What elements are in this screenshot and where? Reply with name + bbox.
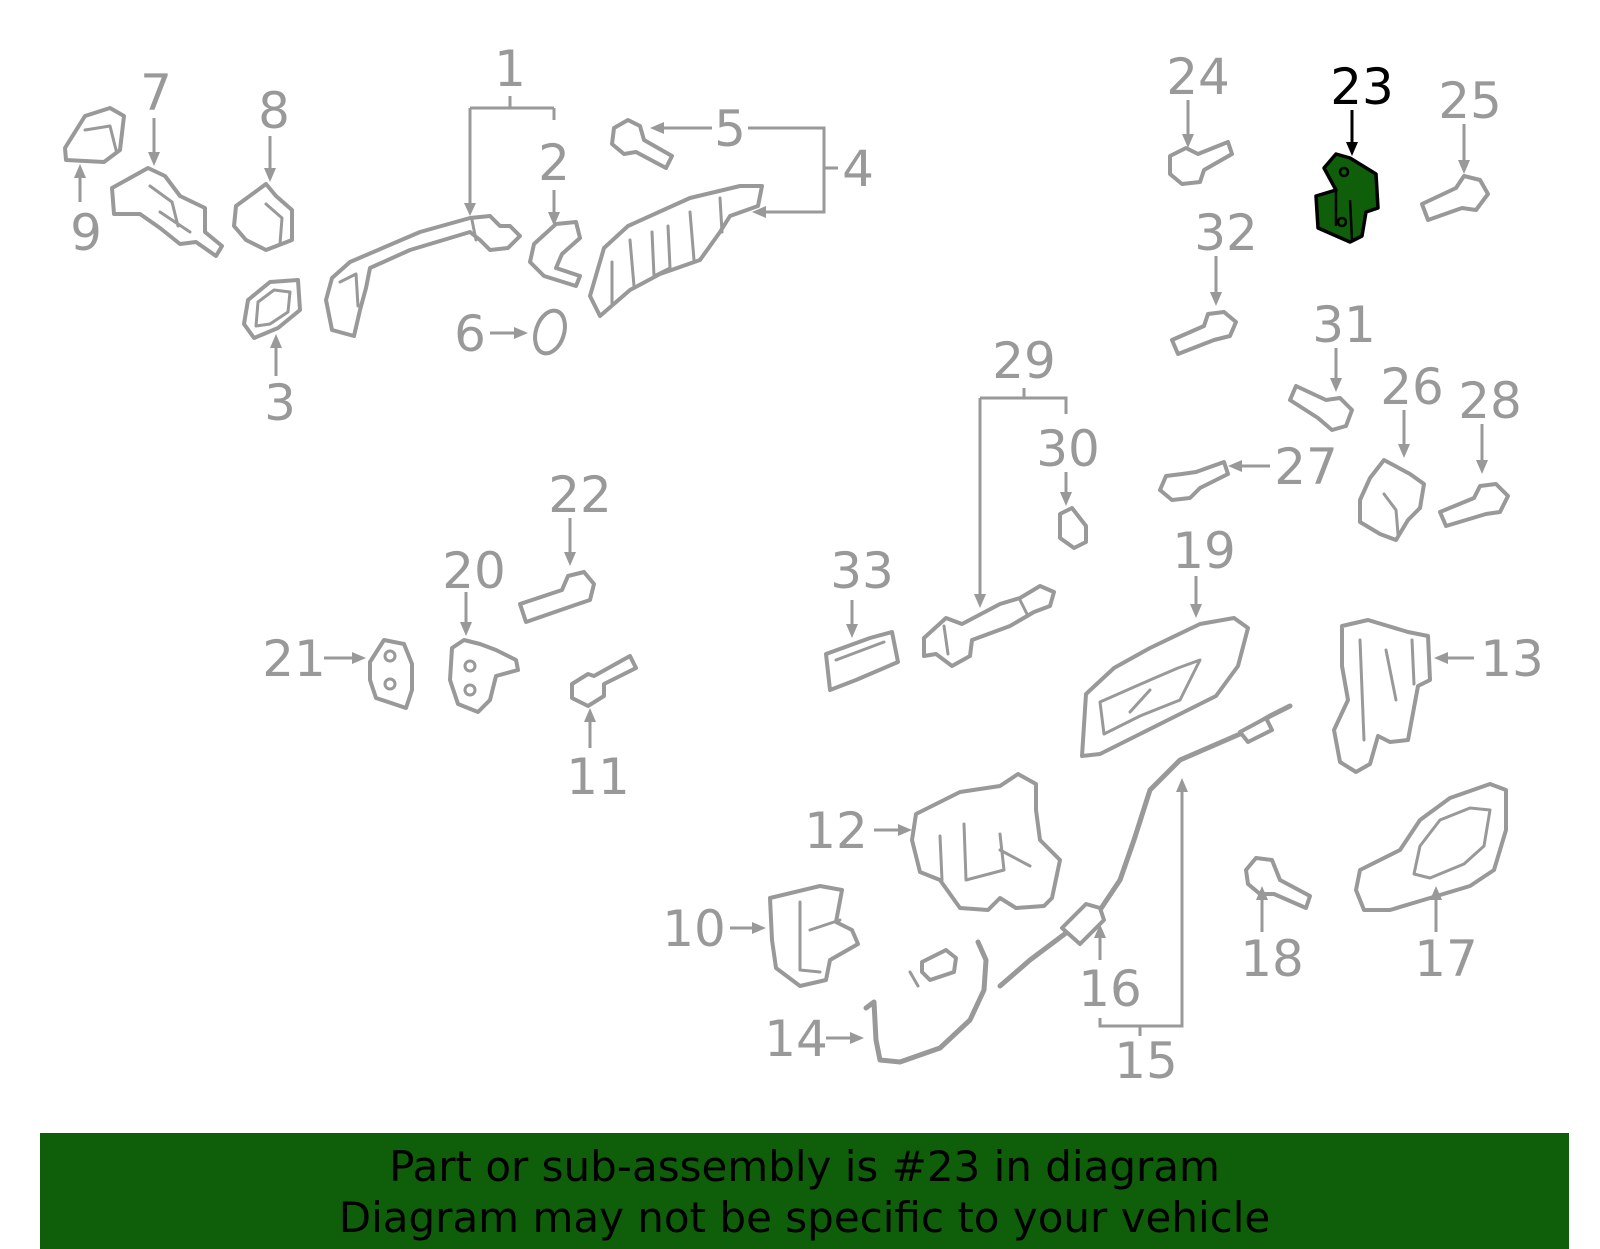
callout-25: 25 xyxy=(1438,72,1502,130)
part-17-inside-handle[interactable] xyxy=(1354,782,1508,912)
callout-23: 23 xyxy=(1330,58,1394,116)
callout-17: 17 xyxy=(1414,930,1478,988)
callout-10: 10 xyxy=(662,900,726,958)
part-5-bolt[interactable] xyxy=(610,118,674,170)
part-29-check-link[interactable] xyxy=(922,584,1056,668)
part-20-hinge[interactable] xyxy=(448,638,520,714)
callout-29: 29 xyxy=(992,332,1056,390)
callout-8: 8 xyxy=(258,82,290,140)
callout-2: 2 xyxy=(538,134,570,192)
part-7-lock-cylinder[interactable] xyxy=(110,166,224,258)
callout-33: 33 xyxy=(830,542,894,600)
part-21-plate[interactable] xyxy=(368,638,414,710)
part-14-rod[interactable] xyxy=(863,939,989,1065)
callout-15: 15 xyxy=(1114,1032,1178,1090)
callout-14: 14 xyxy=(764,1010,828,1068)
part-27-bolt[interactable] xyxy=(1158,460,1230,502)
callout-5: 5 xyxy=(714,100,746,158)
callout-18: 18 xyxy=(1240,930,1304,988)
callout-6: 6 xyxy=(454,305,486,363)
part-6-o-ring[interactable] xyxy=(530,307,570,357)
callout-16: 16 xyxy=(1078,960,1142,1018)
banner-line-disclaimer: Diagram may not be specific to your vehi… xyxy=(338,1193,1271,1242)
part-16-connector[interactable] xyxy=(1060,902,1106,946)
part-28-bolt[interactable] xyxy=(1438,482,1510,528)
part-4-handle-bracket[interactable] xyxy=(588,184,764,318)
callout-7: 7 xyxy=(140,64,172,122)
callout-30: 30 xyxy=(1036,420,1100,478)
part-13-latch-bracket[interactable] xyxy=(1332,618,1432,774)
callout-24: 24 xyxy=(1166,48,1230,106)
callout-11: 11 xyxy=(566,748,630,806)
part-32-bolt[interactable] xyxy=(1170,310,1238,356)
callout-28: 28 xyxy=(1458,372,1522,430)
part-23-bracket-highlighted[interactable] xyxy=(1314,152,1380,244)
part-12-latch[interactable] xyxy=(910,772,1062,912)
leader-lines xyxy=(74,96,1488,1044)
part-1-outside-handle[interactable] xyxy=(324,214,522,338)
part-33-module[interactable] xyxy=(824,630,900,692)
callout-numbers: 1 2 3 4 5 6 7 8 9 10 11 12 13 14 15 16 1… xyxy=(70,40,1544,1090)
callout-21: 21 xyxy=(262,630,326,688)
part-24-bolt[interactable] xyxy=(1168,140,1234,186)
callout-3: 3 xyxy=(264,374,296,432)
callout-13: 13 xyxy=(1480,630,1544,688)
callout-22: 22 xyxy=(548,466,612,524)
part-3-gasket[interactable] xyxy=(242,278,302,340)
callout-12: 12 xyxy=(804,802,868,860)
part-8-cover-cap[interactable] xyxy=(232,182,294,252)
part-10-actuator[interactable] xyxy=(768,884,860,988)
callout-31: 31 xyxy=(1312,296,1376,354)
callout-1: 1 xyxy=(494,40,526,98)
callout-32: 32 xyxy=(1194,204,1258,262)
part-25-bolt[interactable] xyxy=(1420,174,1490,222)
part-15-cable[interactable] xyxy=(997,703,1293,989)
part-19-inside-handle-bezel[interactable] xyxy=(1080,616,1250,758)
part-22-bolt[interactable] xyxy=(518,570,596,624)
callout-26: 26 xyxy=(1380,358,1444,416)
callout-20: 20 xyxy=(442,542,506,600)
part-11-bolt[interactable] xyxy=(570,654,638,708)
parts-diagram: 1 2 3 4 5 6 7 8 9 10 11 12 13 14 15 16 1… xyxy=(63,40,1544,1090)
callout-27: 27 xyxy=(1274,438,1338,496)
part-26-clip[interactable] xyxy=(1358,458,1426,542)
part-2-pad[interactable] xyxy=(528,220,582,288)
part-9-end-cap[interactable] xyxy=(63,106,126,164)
callout-19: 19 xyxy=(1172,522,1236,580)
part-18-bolt[interactable] xyxy=(1244,856,1312,910)
info-banner: Part or sub-assembly is #23 in diagram D… xyxy=(40,1133,1569,1249)
callout-4: 4 xyxy=(842,140,874,198)
part-31-bolt[interactable] xyxy=(1288,384,1354,432)
banner-line-part-number: Part or sub-assembly is #23 in diagram xyxy=(389,1142,1220,1191)
part-30-pad[interactable] xyxy=(1058,506,1088,550)
callout-9: 9 xyxy=(70,204,102,262)
